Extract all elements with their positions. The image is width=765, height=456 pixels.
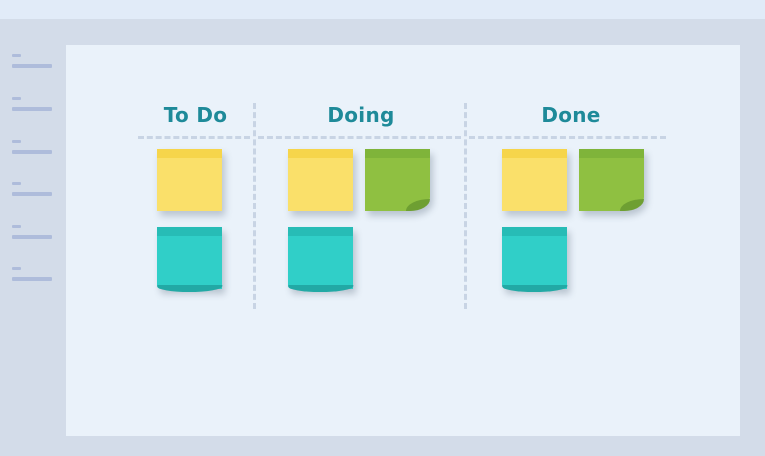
column-separator-1 <box>253 103 256 309</box>
column-separator-2 <box>464 103 467 309</box>
sidebar <box>0 19 62 456</box>
kanban-board: To Do Doing Done <box>66 45 740 436</box>
column-divider-todo <box>138 136 250 139</box>
column-divider-doing <box>258 136 461 139</box>
sticky-note-teal[interactable] <box>501 227 568 292</box>
sticky-note-green[interactable] <box>365 149 430 211</box>
sidebar-item-4[interactable] <box>12 182 53 196</box>
sticky-note-teal[interactable] <box>287 227 354 292</box>
sticky-note-yellow[interactable] <box>502 149 567 211</box>
sticky-note-yellow[interactable] <box>288 149 353 211</box>
column-divider-done <box>469 136 666 139</box>
sticky-note-yellow[interactable] <box>157 149 222 211</box>
column-title-todo: To Do <box>163 103 228 127</box>
column-title-done: Done <box>541 103 601 127</box>
sidebar-item-2[interactable] <box>12 97 53 111</box>
window-top-bar <box>0 0 765 19</box>
sticky-note-teal[interactable] <box>156 227 223 292</box>
sticky-note-green[interactable] <box>579 149 644 211</box>
sidebar-item-5[interactable] <box>12 225 53 239</box>
sidebar-item-1[interactable] <box>12 54 53 68</box>
sidebar-item-6[interactable] <box>12 267 53 281</box>
column-title-doing: Doing <box>327 103 395 127</box>
sidebar-item-3[interactable] <box>12 140 53 154</box>
